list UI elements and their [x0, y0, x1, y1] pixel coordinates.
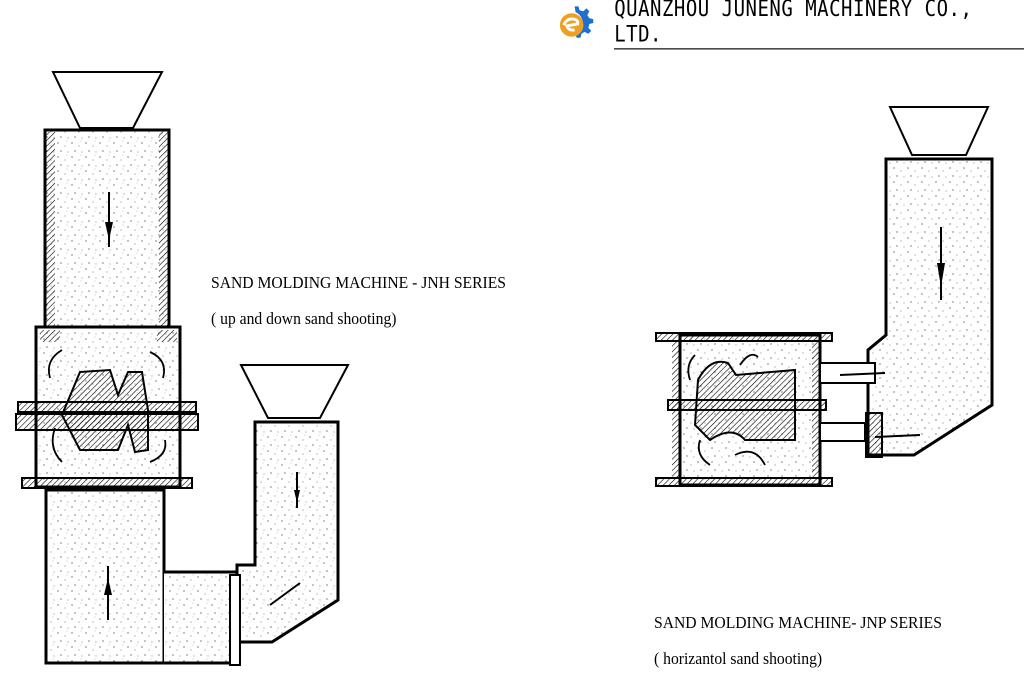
jnp-title: SAND MOLDING MACHINE- JNP SERIES — [654, 613, 942, 632]
header: QUANZHOU JUNENG MACHINERY CO., LTD. — [555, 0, 1024, 50]
jnp-machine-diagram — [655, 106, 994, 487]
company-name: QUANZHOU JUNENG MACHINERY CO., LTD. — [614, 0, 1024, 50]
jnh-subtitle: ( up and down sand shooting) — [211, 309, 397, 328]
jnp-subtitle: ( horizantol sand shooting) — [654, 649, 823, 668]
jnh-machine-diagram — [15, 71, 350, 666]
jnh-title: SAND MOLDING MACHINE - JNH SERIES — [211, 273, 507, 292]
gear-e-logo-icon — [559, 6, 594, 38]
